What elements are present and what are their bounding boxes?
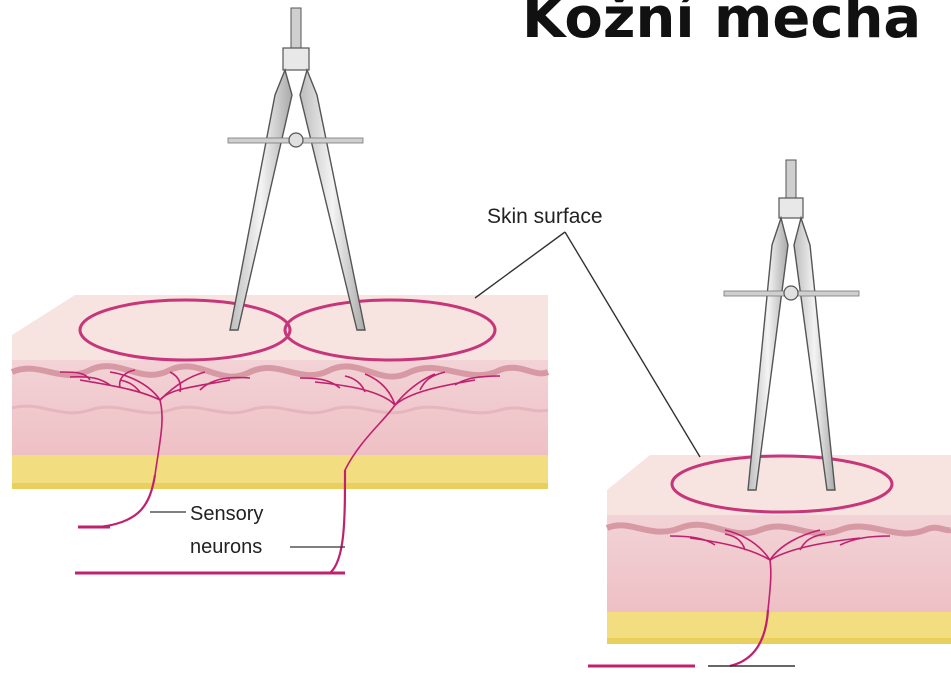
label-skin-surface: Skin surface xyxy=(487,205,603,228)
skin-surface-leader-left xyxy=(475,232,565,298)
left-fat-layer xyxy=(12,455,548,487)
right-fat-layer xyxy=(607,612,951,642)
left-skin-block xyxy=(12,295,548,489)
left-caliper xyxy=(228,8,365,330)
label-sensory: Sensory xyxy=(190,503,263,525)
right-caliper xyxy=(724,160,859,490)
label-neurons: neurons xyxy=(190,536,262,558)
skin-surface-leader-right xyxy=(565,232,700,457)
